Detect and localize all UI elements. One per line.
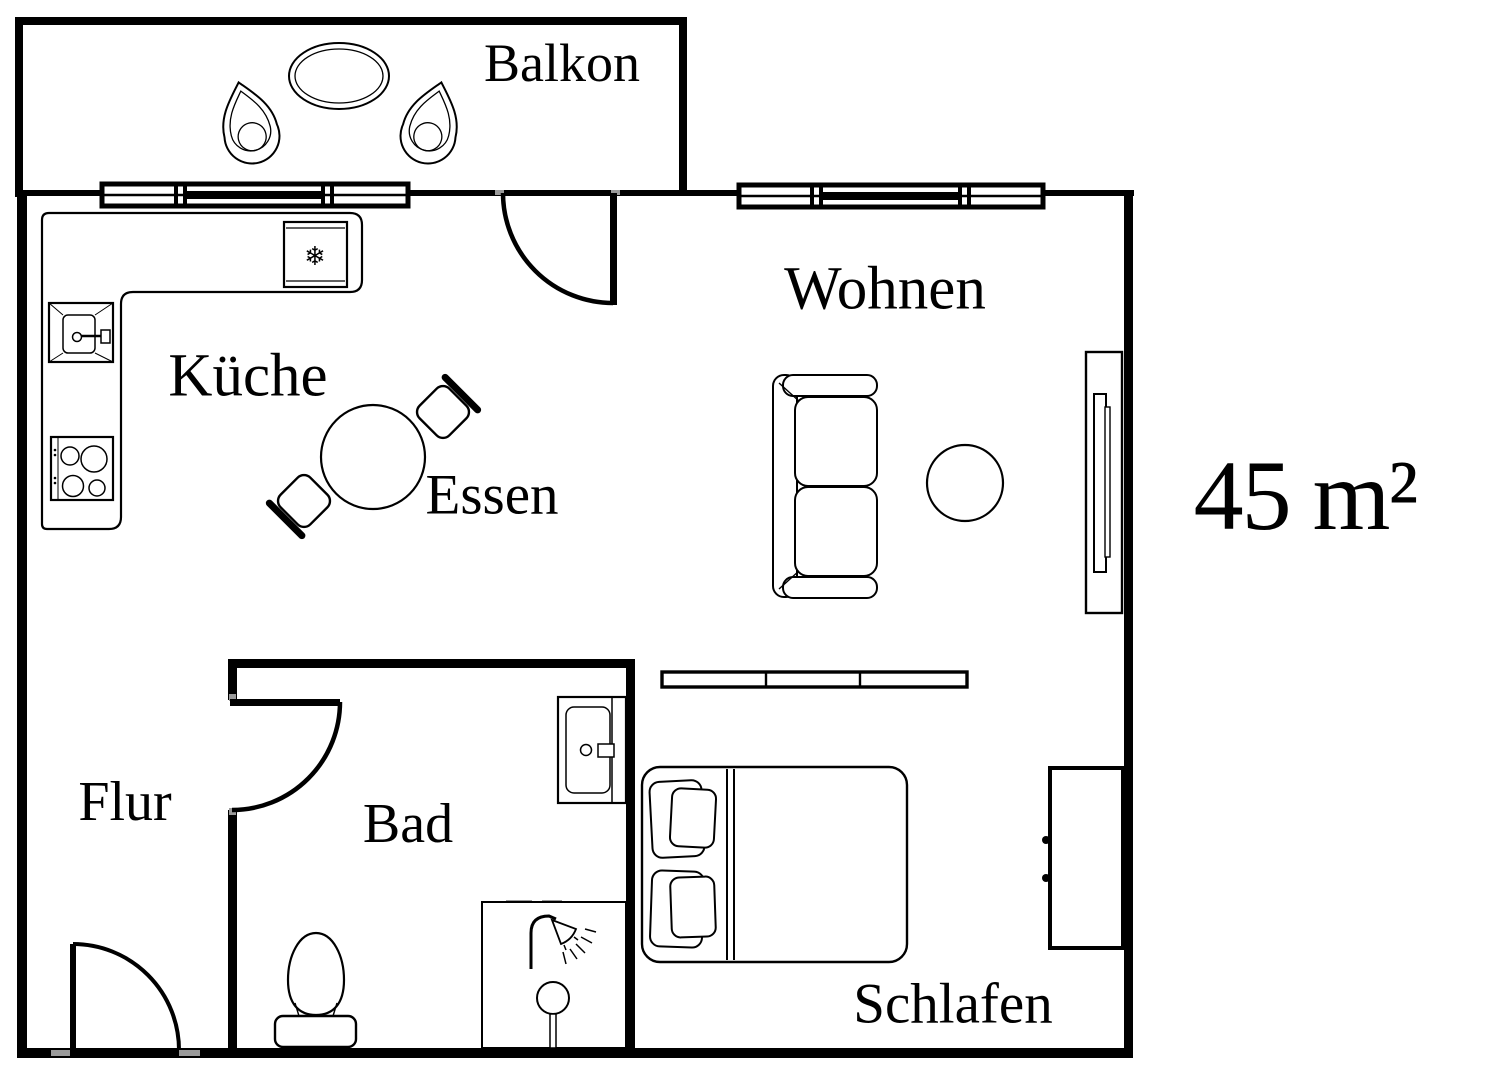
room-label-balkon: Balkon	[484, 33, 640, 93]
balcony-chair-right	[399, 80, 458, 165]
balcony-door	[500, 192, 617, 306]
balcony-walls	[15, 17, 687, 197]
sofa	[772, 374, 878, 599]
exterior-walls	[17, 190, 1134, 1058]
bathroom-walls	[228, 659, 635, 1048]
dining-chair-lower	[265, 473, 332, 540]
room-label-wohnen: Wohnen	[784, 255, 986, 323]
wardrobe	[1042, 766, 1125, 950]
room-label-bad: Bad	[362, 793, 454, 855]
bed-pillows	[648, 779, 718, 949]
balcony-chair-left	[222, 80, 281, 165]
window-kitchen	[99, 181, 411, 209]
area-label: 45 m²	[1193, 440, 1419, 551]
tv-lowboard	[1084, 350, 1124, 615]
dining-round-table	[319, 403, 427, 511]
room-label-essen: Essen	[425, 463, 559, 527]
dining-chair-upper	[415, 373, 482, 440]
washbasin	[556, 695, 628, 805]
balcony-oval-table	[288, 42, 390, 110]
shower	[481, 901, 627, 1049]
fridge-freezer: ❄	[282, 220, 349, 289]
kitchen-counter	[40, 211, 364, 531]
room-label-flur: Flur	[78, 771, 172, 833]
room-label-kueche: Küche	[168, 342, 328, 410]
coffee-table	[925, 443, 1005, 523]
toilet	[273, 931, 358, 1049]
shower-head-icon	[550, 918, 597, 965]
bathroom-door	[230, 699, 343, 813]
kitchen-sink	[47, 301, 115, 364]
cooktop	[49, 435, 115, 502]
freezer-icon: ❄	[304, 242, 326, 272]
window-living	[736, 182, 1046, 210]
room-label-schlafen: Schlafen	[853, 972, 1053, 1036]
entry-door	[70, 942, 181, 1051]
sideboard	[660, 670, 969, 689]
